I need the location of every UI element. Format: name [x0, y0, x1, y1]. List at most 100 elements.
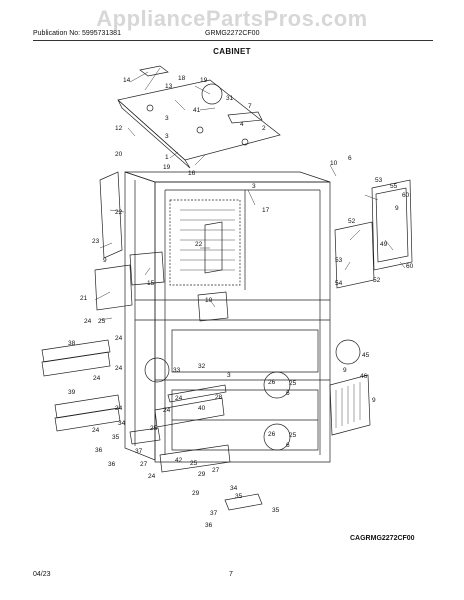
watermark: AppliancePartsPros.com: [96, 6, 368, 31]
callout-27b: 27: [212, 467, 220, 474]
control-box: [334, 179, 413, 289]
callout-24e: 24: [115, 405, 123, 412]
publication-number: Publication No: 5995731381: [33, 30, 121, 37]
callout-27: 27: [140, 461, 148, 468]
callout-4: 4: [240, 121, 244, 128]
callout-24f: 24: [92, 427, 100, 434]
callout-12: 12: [115, 125, 123, 132]
callout-29: 29: [198, 471, 206, 478]
callout-52: 52: [373, 277, 381, 284]
crisper-rails: [41, 339, 121, 432]
callout-22: 22: [115, 209, 123, 216]
page-number: 7: [229, 571, 233, 578]
callout-6c: 6: [286, 442, 290, 449]
callout-53: 53: [335, 257, 343, 264]
callout-10b: 10: [205, 297, 213, 304]
callout-39: 39: [68, 389, 76, 396]
callout-25c: 25: [150, 425, 158, 432]
callout-60: 60: [402, 192, 410, 199]
callout-24h: 24: [163, 407, 171, 414]
callout-9: 9: [103, 257, 107, 264]
callout-14: 14: [123, 77, 131, 84]
callout-16: 16: [188, 170, 196, 177]
model-number: GRMG2272CF00: [205, 30, 260, 37]
callout-labels: 14 13 18 19 31 7 41 3 4 12 3 2 20 1 19 1…: [68, 75, 414, 529]
callout-35b: 35: [235, 493, 243, 500]
callout-38: 38: [68, 340, 76, 347]
callout-24b: 24: [115, 335, 123, 342]
callout-37: 37: [135, 448, 143, 455]
side-panels: [94, 171, 229, 322]
callout-40: 40: [198, 405, 206, 412]
callout-2: 2: [262, 125, 266, 132]
callout-54: 54: [335, 280, 343, 287]
section-title: CABINET: [213, 47, 251, 56]
callout-24d: 24: [93, 375, 101, 382]
callout-6b: 6: [286, 390, 290, 397]
leader-lines: [94, 67, 406, 321]
callout-25e: 25: [289, 432, 297, 439]
detail-circles: [144, 83, 361, 451]
callout-23: 23: [92, 238, 100, 245]
drawer-slides: [154, 384, 231, 473]
callout-3d: 3: [227, 372, 231, 379]
callout-25b: 25: [289, 380, 297, 387]
callout-9b: 9: [395, 205, 399, 212]
callout-32: 32: [198, 363, 206, 370]
callout-36b: 36: [108, 461, 116, 468]
callout-29b: 29: [192, 490, 200, 497]
top-hinge-bracket: [117, 65, 281, 169]
callout-28: 28: [215, 394, 223, 401]
callout-7: 7: [248, 103, 252, 110]
cabinet-body: [124, 171, 331, 463]
callout-41: 41: [193, 107, 201, 114]
callout-24i: 24: [148, 473, 156, 480]
callout-60b: 60: [406, 263, 414, 270]
callout-19: 19: [200, 77, 208, 84]
header-rule: [33, 40, 433, 41]
callout-24g: 24: [175, 395, 183, 402]
callout-34: 34: [118, 420, 126, 427]
callout-33: 33: [173, 367, 181, 374]
callout-19b: 19: [163, 164, 171, 171]
callout-49: 49: [380, 241, 388, 248]
exploded-parts-diagram: 14 13 18 19 31 7 41 3 4 12 3 2 20 1 19 1…: [41, 65, 414, 529]
callout-18: 18: [178, 75, 186, 82]
bottom-hinge: [129, 427, 263, 511]
callout-50: 53: [375, 177, 383, 184]
callout-46: 46: [360, 373, 368, 380]
callout-37b: 37: [210, 510, 218, 517]
callout-51: 52: [348, 218, 356, 225]
callout-17: 17: [262, 207, 270, 214]
callout-3b: 3: [165, 133, 169, 140]
callout-34b: 34: [230, 485, 238, 492]
callout-20: 20: [115, 151, 123, 158]
callout-55: 55: [390, 183, 398, 190]
callout-31: 31: [226, 95, 234, 102]
callout-9c: 9: [343, 367, 347, 374]
callout-15: 15: [147, 280, 155, 287]
callout-3: 3: [165, 115, 169, 122]
callout-1: 1: [165, 154, 169, 161]
rear-vent: [329, 374, 371, 436]
diagram-code: CAGRMG2272CF00: [350, 535, 415, 542]
callout-26: 26: [268, 379, 276, 386]
callout-3c: 3: [252, 183, 256, 190]
callout-36c: 36: [205, 522, 213, 529]
callout-9d: 9: [372, 397, 376, 404]
callout-24c: 24: [115, 365, 123, 372]
callout-36: 36: [95, 447, 103, 454]
callout-13: 13: [165, 83, 173, 90]
callout-25d: 25: [190, 460, 198, 467]
callout-26b: 26: [268, 431, 276, 438]
footer-date: 04/23: [33, 571, 51, 578]
callout-24: 24: [84, 318, 92, 325]
callout-22b: 22: [195, 241, 203, 248]
callout-35: 35: [112, 434, 120, 441]
callout-35c: 35: [272, 507, 280, 514]
callout-42: 42: [175, 457, 183, 464]
callout-10: 10: [330, 160, 338, 167]
callout-21: 21: [80, 295, 88, 302]
callout-45: 45: [362, 352, 370, 359]
callout-25: 25: [98, 318, 106, 325]
